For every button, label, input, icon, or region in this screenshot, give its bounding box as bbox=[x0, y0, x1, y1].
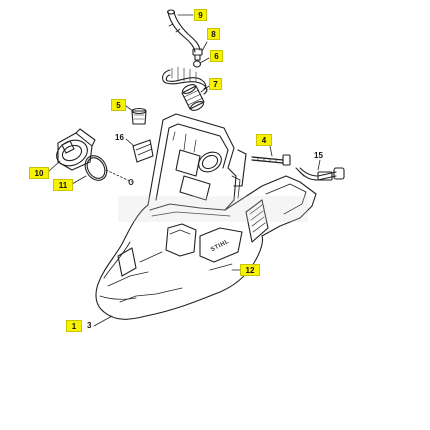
callout-11: 11 bbox=[53, 179, 73, 191]
callout-8: 8 bbox=[207, 28, 220, 40]
label-15: 15 bbox=[314, 151, 323, 160]
callout-7: 7 bbox=[209, 78, 222, 90]
callout-5: 5 bbox=[111, 99, 126, 111]
callout-10: 10 bbox=[29, 167, 49, 179]
grommet-part bbox=[125, 138, 154, 163]
callout-4: 4 bbox=[256, 134, 272, 146]
plug-part bbox=[125, 105, 147, 125]
clip-part bbox=[192, 57, 210, 68]
label-3: 3 bbox=[87, 321, 92, 330]
fuel-hose-part bbox=[166, 9, 201, 53]
callout-6: 6 bbox=[210, 50, 223, 62]
watermark-band bbox=[118, 196, 308, 222]
coiled-hose-part bbox=[161, 66, 208, 95]
o-ring-part bbox=[71, 155, 134, 186]
bolt-part bbox=[251, 145, 291, 166]
rod-part bbox=[295, 159, 345, 181]
main-housing-part bbox=[95, 113, 317, 320]
label-16: 16 bbox=[115, 133, 124, 142]
pump-assembly-part bbox=[47, 128, 96, 173]
fuel-filter-part bbox=[181, 83, 210, 112]
leader-line-3 bbox=[93, 315, 113, 327]
callout-1: 1 bbox=[66, 320, 82, 332]
callout-9: 9 bbox=[194, 9, 207, 21]
hose-connector-part bbox=[192, 41, 208, 61]
callout-12: 12 bbox=[240, 264, 260, 276]
